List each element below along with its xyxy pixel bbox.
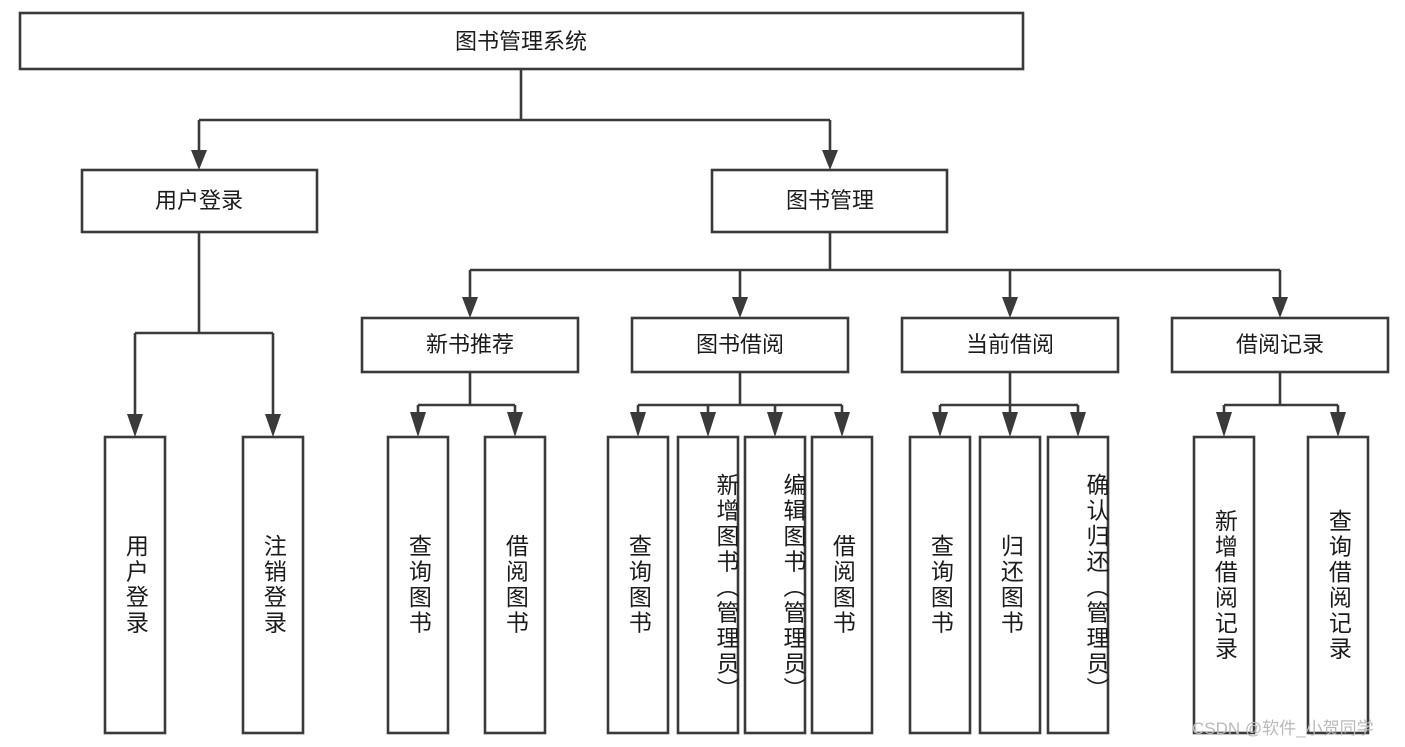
arrow-level2-1 <box>191 150 207 170</box>
arrow-level3-2 <box>732 297 748 318</box>
arrow-level3-4 <box>1272 297 1288 318</box>
leaf-box-cb-3[interactable] <box>1046 435 1110 735</box>
leaf-box-bb-2[interactable] <box>676 435 740 735</box>
arrow-level3-1 <box>462 297 478 318</box>
arrow-user-login-leaf-1 <box>127 414 143 437</box>
leaf-box-cb-1[interactable] <box>908 435 972 735</box>
node-new-book-recommend-label: 新书推荐 <box>426 332 514 357</box>
arrow-bb-leaf-3 <box>767 412 783 437</box>
arrow-nbr-leaf-1 <box>410 412 426 437</box>
leaf-box-br-2[interactable] <box>1306 435 1370 735</box>
node-current-borrow-box[interactable] <box>900 316 1120 374</box>
leaf-box-bb-3[interactable] <box>743 435 807 735</box>
arrow-bb-leaf-4 <box>834 412 850 437</box>
leaf-box-br-1[interactable] <box>1192 435 1256 735</box>
leaf-box-bb-4[interactable] <box>810 435 874 735</box>
node-borrow-record-label: 借阅记录 <box>1236 332 1324 357</box>
arrow-nbr-leaf-2 <box>507 412 523 437</box>
leaf-box-nbr-1[interactable] <box>386 435 450 735</box>
node-borrow-record-box[interactable] <box>1170 316 1390 374</box>
arrow-user-login-leaf-2 <box>265 414 281 437</box>
arrow-cb-leaf-1 <box>932 412 948 437</box>
node-book-borrow-label: 图书借阅 <box>696 332 784 357</box>
leaf-box-cb-2[interactable] <box>978 435 1042 735</box>
csdn-watermark: CSDN @软件_小贺同学 <box>1192 719 1374 738</box>
arrow-bb-leaf-2 <box>700 412 716 437</box>
node-new-book-recommend-box[interactable] <box>360 316 580 374</box>
arrow-level2-2 <box>822 150 838 170</box>
node-root-box[interactable] <box>18 11 1025 71</box>
arrow-br-leaf-2 <box>1330 412 1346 437</box>
leaf-box-user-login-1[interactable] <box>103 435 167 735</box>
node-current-borrow-label: 当前借阅 <box>966 332 1054 357</box>
leaf-box-nbr-2[interactable] <box>483 435 547 735</box>
arrow-br-leaf-1 <box>1216 412 1232 437</box>
node-book-manage-box[interactable] <box>710 168 949 234</box>
leaf-box-bb-1[interactable] <box>606 435 670 735</box>
node-root-label: 图书管理系统 <box>455 29 587 54</box>
leaf-box-user-login-2[interactable] <box>241 435 305 735</box>
node-book-borrow-box[interactable] <box>630 316 850 374</box>
arrow-bb-leaf-1 <box>630 412 646 437</box>
arrow-level3-3 <box>1002 297 1018 318</box>
arrow-cb-leaf-2 <box>1002 412 1018 437</box>
node-user-login-label: 用户登录 <box>155 188 243 213</box>
node-book-manage-label: 图书管理 <box>786 188 874 213</box>
arrow-cb-leaf-3 <box>1070 412 1086 437</box>
